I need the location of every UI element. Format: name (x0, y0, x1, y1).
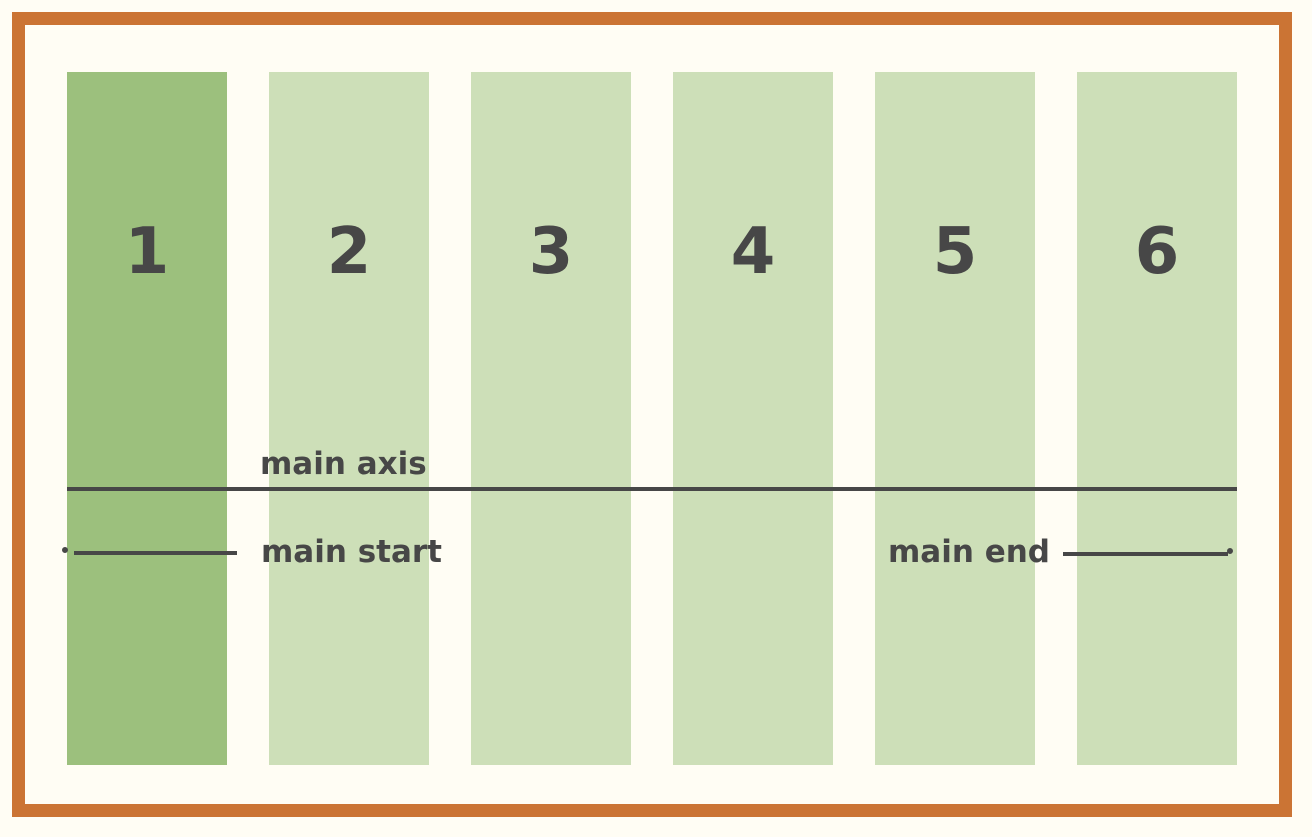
diagram-frame (12, 12, 1292, 817)
flex-item-3: 3 (471, 72, 631, 765)
flex-item-4: 4 (673, 72, 833, 765)
flex-item-2: 2 (269, 72, 429, 765)
item-number: 4 (730, 215, 776, 289)
flex-item-6: 6 (1077, 72, 1237, 765)
item-number: 3 (528, 215, 574, 289)
main-end-endpoint-dot (1227, 548, 1233, 554)
main-start-endpoint-dot (62, 547, 68, 553)
item-number: 2 (326, 215, 372, 289)
main-end-label: main end (888, 534, 1050, 570)
flex-item-1: 1 (67, 72, 227, 765)
item-number: 5 (932, 215, 978, 289)
item-number: 1 (124, 215, 170, 289)
flex-item-5: 5 (875, 72, 1035, 765)
main-end-line (1063, 552, 1228, 556)
item-number: 6 (1134, 215, 1180, 289)
main-axis-line (67, 487, 1237, 491)
main-start-label: main start (261, 534, 443, 570)
main-start-line (74, 551, 237, 555)
main-axis-label: main axis (260, 446, 427, 482)
flex-container: 1 2 3 4 5 6 (67, 72, 1237, 765)
